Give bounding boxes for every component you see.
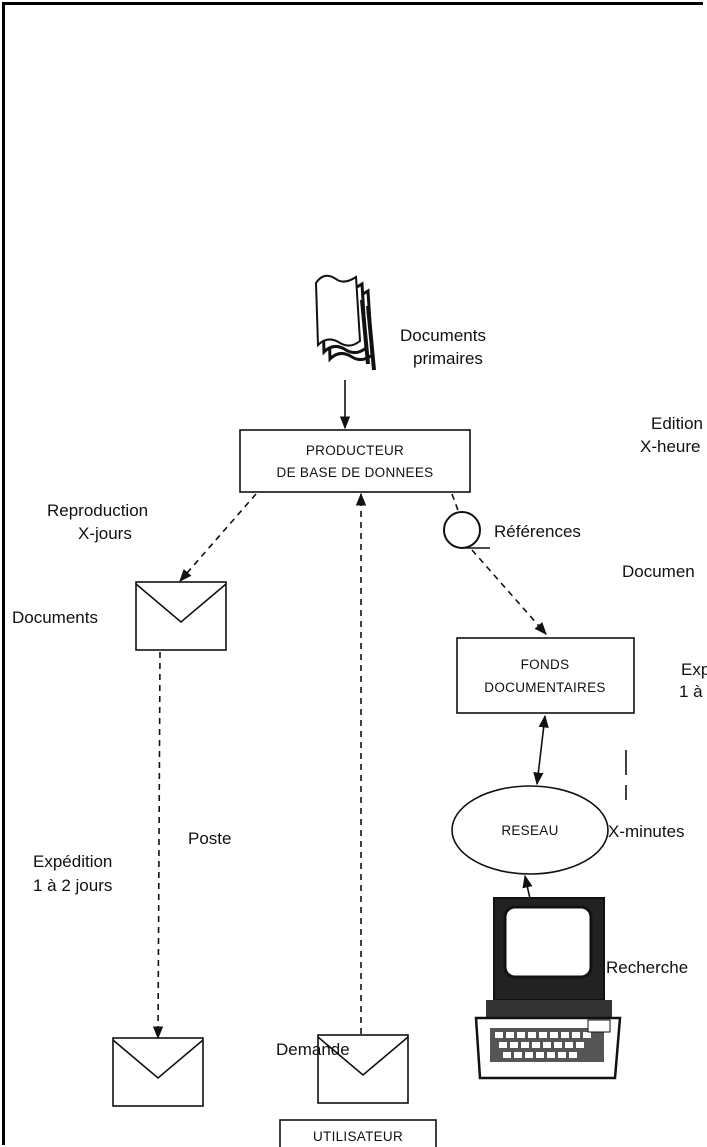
one-a-label: 1 à (679, 682, 703, 701)
poste-label: Poste (188, 829, 231, 848)
recherche-label: Recherche (606, 958, 688, 977)
x-minutes-label: X-minutes (608, 822, 685, 841)
arrow-poste (152, 651, 164, 1040)
document-stack-icon (314, 274, 376, 371)
fonds-label-1: FONDS (521, 657, 570, 672)
tape-reel-icon (443, 511, 490, 549)
producer-node: PRODUCTEUR DE BASE DE DONNEES (239, 429, 471, 493)
reproduction-label-1: Reproduction (47, 501, 148, 520)
envelope-received-icon (112, 1037, 204, 1107)
arrow-producer-to-documents (179, 493, 257, 582)
computer-terminal-icon (474, 897, 622, 1080)
fonds-label-2: DOCUMENTAIRES (484, 680, 605, 695)
reseau-label: RESEAU (501, 823, 558, 838)
producer-label-2: DE BASE DE DONNEES (277, 465, 434, 480)
reseau-node: RESEAU (451, 785, 609, 875)
envelope-demande-icon (317, 1034, 409, 1104)
documents-primaires-label-1: Documents (400, 326, 486, 345)
fonds-documentaires-node: FONDS DOCUMENTAIRES (456, 637, 635, 714)
documents-primaires-label-2: primaires (413, 349, 483, 368)
expedition-label-2: 1 à 2 jours (33, 876, 112, 895)
line-producer-to-references (451, 493, 460, 514)
producer-label-1: PRODUCTEUR (306, 443, 404, 458)
demande-label: Demande (276, 1040, 350, 1059)
arrow-fonds-reseau (533, 714, 549, 786)
references-label: Références (494, 522, 581, 541)
documents-label: Documents (12, 608, 98, 627)
utilisateur-node: UTILISATEUR (279, 1119, 437, 1147)
envelope-documents-icon (135, 581, 227, 651)
arrow-references-to-fonds (471, 549, 547, 635)
exp-label: Exp (681, 660, 707, 679)
expedition-label-1: Expédition (33, 852, 112, 871)
documen-label: Documen (622, 562, 695, 581)
reproduction-label-2: X-jours (78, 524, 132, 543)
edition-label: Edition (651, 414, 703, 433)
x-heure-label: X-heure (640, 437, 700, 456)
utilisateur-label: UTILISATEUR (313, 1129, 403, 1144)
